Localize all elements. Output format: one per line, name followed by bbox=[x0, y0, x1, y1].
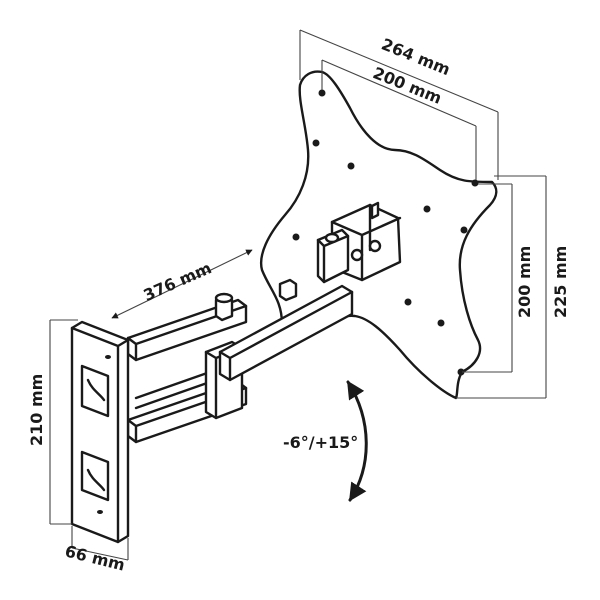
wall-plate-height-label: 210 mm bbox=[27, 374, 46, 446]
mount-hole bbox=[460, 226, 468, 234]
tilt-bracket bbox=[316, 201, 402, 284]
wall-plate bbox=[70, 320, 130, 544]
mount-hole bbox=[292, 233, 300, 241]
mount-hole bbox=[312, 139, 320, 147]
tilt-angle-label: -6°/+15° bbox=[283, 433, 358, 452]
wall-plate-hole bbox=[97, 510, 103, 514]
mount-hole bbox=[318, 89, 326, 97]
arm-length-label: 376 mm bbox=[141, 258, 215, 305]
mount-hole bbox=[404, 298, 412, 306]
wall-plate-hole bbox=[105, 355, 111, 359]
mount-hole bbox=[423, 205, 431, 213]
mount-hole bbox=[347, 162, 355, 170]
mount-hole bbox=[457, 368, 465, 376]
vertical-outer-label: 225 mm bbox=[551, 246, 570, 318]
mount-hole bbox=[471, 179, 479, 187]
mount-hole bbox=[437, 319, 445, 327]
swing-arm bbox=[126, 278, 354, 444]
wall-plate-width-label: 66 mm bbox=[63, 541, 127, 574]
vertical-inner-label: 200 mm bbox=[515, 246, 534, 318]
tilt-arrow bbox=[346, 380, 368, 502]
dimension-lines bbox=[49, 29, 547, 561]
